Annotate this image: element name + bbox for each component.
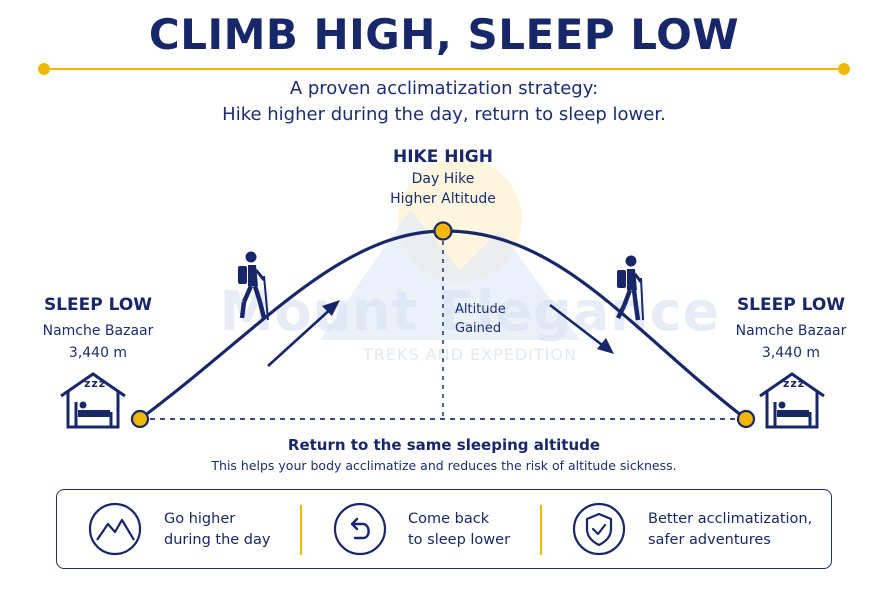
divider-dot-left xyxy=(38,63,50,75)
page-title: CLIMB HIGH, SLEEP LOW xyxy=(148,10,740,59)
right-camp-heading: SLEEP LOW xyxy=(736,295,846,315)
peak-node xyxy=(433,221,453,241)
mountain-icon xyxy=(88,502,142,556)
benefit-text-1: Go higher during the day xyxy=(164,511,271,548)
right-camp-altitude: 3,440 m xyxy=(761,345,821,361)
return-subtitle: This helps your body acclimatize and red… xyxy=(211,458,677,473)
return-arrow-icon xyxy=(333,502,387,556)
benefits-panel xyxy=(56,489,832,569)
sleep-zzz-left: zzz xyxy=(84,377,107,390)
left-camp-place: Namche Bazaar xyxy=(42,323,154,339)
shield-check-icon xyxy=(572,502,626,556)
title-divider xyxy=(44,68,844,70)
benefit-divider-2 xyxy=(540,505,542,555)
return-title: Return to the same sleeping altitude xyxy=(287,436,601,454)
left-camp-heading: SLEEP LOW xyxy=(43,295,153,315)
end-node xyxy=(736,409,756,429)
hiker-ascending-icon xyxy=(238,251,269,321)
start-node xyxy=(130,409,150,429)
watermark-tagline: TREKS AND EXPEDITION xyxy=(363,345,577,364)
sleep-zzz-right: zzz xyxy=(783,377,806,390)
left-camp-altitude: 3,440 m xyxy=(68,345,128,361)
benefit-text-2: Come back to sleep lower xyxy=(408,511,511,548)
altitude-gained-line-1: Altitude xyxy=(455,302,506,317)
benefit-text-3: Better acclimatization, safer adventures xyxy=(648,511,813,548)
peak-line-2: Higher Altitude xyxy=(390,191,496,207)
right-camp-place: Namche Bazaar xyxy=(735,323,847,339)
divider-dot-right xyxy=(838,63,850,75)
peak-line-1: Day Hike xyxy=(411,171,475,187)
descent-arrow xyxy=(549,303,614,354)
intro-line-2: Hike higher during the day, return to sl… xyxy=(222,104,666,125)
intro-line-1: A proven acclimatization strategy: xyxy=(289,78,599,99)
altitude-gained-line-2: Gained xyxy=(455,321,502,336)
sleeping-house-right-icon xyxy=(759,372,825,429)
watermark-mountain-graphic xyxy=(320,158,580,340)
benefit-divider-1 xyxy=(300,505,302,555)
sleeping-house-left-icon xyxy=(60,372,126,429)
ascent-arrow xyxy=(267,300,340,367)
peak-heading: HIKE HIGH xyxy=(393,147,493,167)
hiker-descending-icon xyxy=(615,255,644,321)
